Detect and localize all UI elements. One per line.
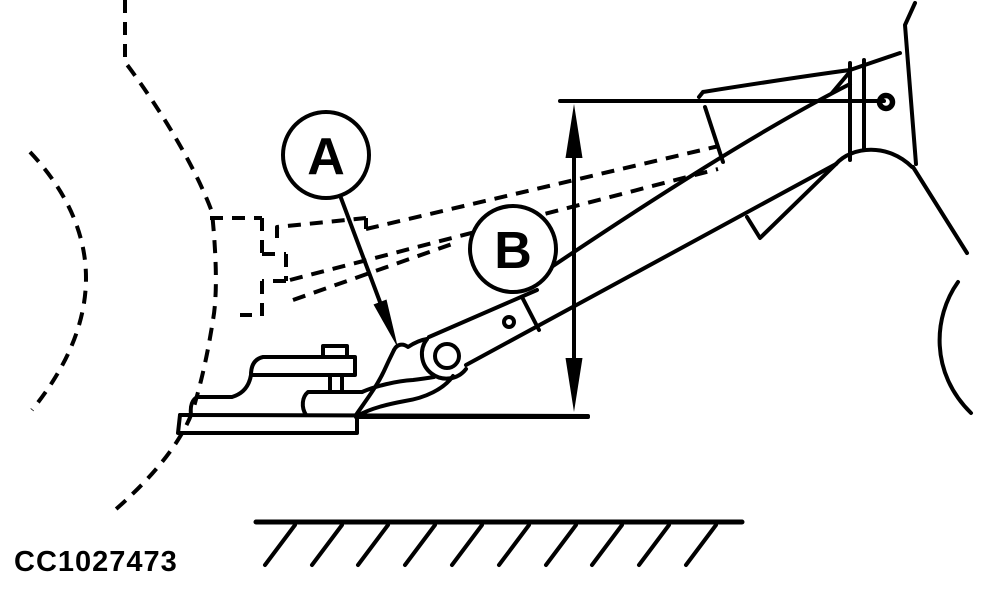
phantom-bracket xyxy=(210,216,288,317)
dimension-arrowhead-down xyxy=(565,358,583,412)
callout-b-label: B xyxy=(494,222,532,280)
clamp-top-plate xyxy=(188,355,357,417)
callout-a-label: A xyxy=(307,128,345,186)
tilt-link-rounded-end xyxy=(419,337,468,381)
figure-id: CC1027473 xyxy=(14,546,178,578)
front-wheel-arc xyxy=(937,280,973,415)
phantom-hood-outline xyxy=(113,0,218,512)
clamp-bolt-shaft xyxy=(328,373,344,394)
tilt-link-upper-edge xyxy=(427,288,539,339)
callout-b-circle xyxy=(468,204,558,294)
boom-arm-lower-edge xyxy=(464,162,838,367)
boom-cross-member xyxy=(745,162,838,240)
callouts: A B xyxy=(281,110,558,348)
tilt-link-small-hole xyxy=(502,315,516,329)
callout-a-circle xyxy=(281,110,371,200)
callout-a-arrowhead xyxy=(373,299,398,348)
tilt-link-pivot-hole xyxy=(433,342,461,370)
lever-left-edge xyxy=(354,348,396,417)
boom-end-bracket-line xyxy=(703,105,725,164)
cab-edge xyxy=(903,1,918,166)
phantom-tire-arc xyxy=(28,150,88,412)
phantom-outlines xyxy=(28,0,720,512)
tilt-link-end-plate xyxy=(520,295,541,332)
front-fender-arc xyxy=(834,147,914,169)
phantom-link-line xyxy=(292,241,456,302)
clamp-bolt-head xyxy=(321,344,349,359)
callout-a-leader-line xyxy=(339,196,382,304)
dimension-arrowhead-up xyxy=(565,104,583,158)
ground xyxy=(253,519,745,567)
hood-front-edge xyxy=(911,165,969,255)
boom-arm-upper-edge xyxy=(548,82,852,270)
clamp-lower-block xyxy=(300,390,364,417)
lever-bottom-edge xyxy=(355,374,455,418)
mast-brace-line xyxy=(830,72,850,95)
pivot-bolt xyxy=(876,92,896,112)
mast-top-edge xyxy=(697,51,902,99)
bucket-base-plate xyxy=(176,413,359,435)
loader-structure xyxy=(464,1,973,415)
phantom-boom-upper-line xyxy=(275,144,720,238)
ground-hatching xyxy=(263,523,718,567)
height-dimension xyxy=(354,92,896,419)
